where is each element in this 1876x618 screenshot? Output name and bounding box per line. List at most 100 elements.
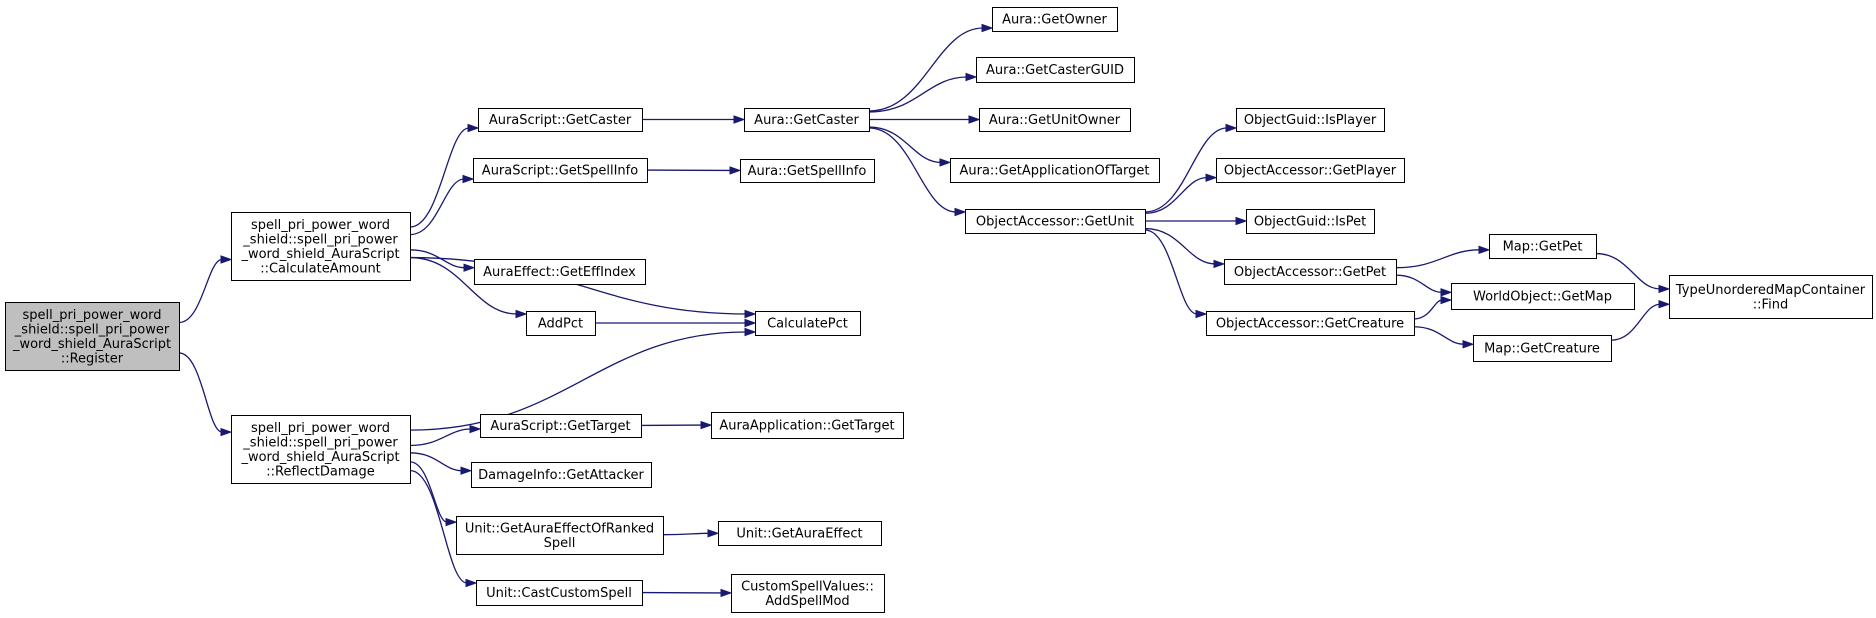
node-unit-getauraeffect[interactable]: Unit::GetAuraEffect	[718, 521, 882, 546]
nodes-layer: spell_pri_power_word _shield::spell_pri_p…	[5, 7, 1873, 613]
node-oa-getunit[interactable]: ObjectAccessor::GetUnit	[965, 209, 1146, 234]
node-label: _shield::spell_pri_power	[14, 322, 170, 337]
edge-oa-getpet-to-map-getpet	[1395, 245, 1491, 269]
node-di-getattacker[interactable]: DamageInfo::GetAttacker	[471, 462, 652, 488]
edge-oa-getpet-to-wo-getmap	[1395, 274, 1453, 297]
edge-line	[178, 352, 223, 433]
node-aura-getunitowner[interactable]: Aura::GetUnitOwner	[979, 108, 1131, 132]
edge-map-getcreature-to-tumc-find	[1610, 300, 1671, 341]
node-as-getspellinfo[interactable]: AuraScript::GetSpellInfo	[473, 158, 648, 183]
node-box	[950, 158, 1160, 183]
node-box	[1489, 234, 1597, 259]
node-label: CustomSpellValues::	[741, 579, 874, 594]
edge-calc-to-as-getcaster	[409, 123, 480, 228]
node-oa-getcreature[interactable]: ObjectAccessor::GetCreature	[1206, 311, 1415, 336]
node-box	[711, 412, 904, 439]
node-label: ::Find	[1753, 297, 1788, 312]
node-label: Map::GetPet	[1503, 240, 1583, 255]
node-box	[1236, 108, 1385, 132]
edge-line	[1144, 227, 1216, 265]
arrowhead	[460, 466, 473, 475]
node-label: _word_shield_AuraScript	[240, 247, 399, 262]
arrowhead	[1658, 300, 1671, 309]
edge-oa-getunit-to-og-isplayer	[1144, 123, 1238, 213]
arrowhead	[700, 420, 713, 430]
node-calc[interactable]: spell_pri_power_word_shield::spell_pri_p…	[231, 212, 411, 281]
node-box	[740, 159, 875, 183]
node-label: DamageInfo::GetAttacker	[478, 468, 644, 483]
node-box	[456, 516, 664, 555]
arrowhead	[1478, 245, 1491, 255]
arrowhead	[744, 318, 757, 328]
node-map-getpet[interactable]: Map::GetPet	[1489, 234, 1597, 259]
arrowhead	[939, 158, 952, 167]
node-label: Aura::GetOwner	[1002, 13, 1107, 28]
edge-reflect-to-unit-castcustomspell	[409, 469, 478, 588]
node-label: AuraScript::GetCaster	[489, 113, 632, 128]
edge-line	[178, 258, 223, 324]
node-oa-getpet[interactable]: ObjectAccessor::GetPet	[1224, 259, 1397, 285]
node-aura-getspellinfo[interactable]: Aura::GetSpellInfo	[740, 159, 875, 183]
arrowhead	[744, 327, 757, 337]
node-label: AuraEffect::GetEffIndex	[483, 265, 636, 280]
node-box	[231, 212, 411, 281]
node-box	[1224, 259, 1397, 285]
edge-line	[1144, 229, 1198, 315]
edge-line	[1413, 299, 1443, 320]
arrowhead	[1225, 123, 1238, 133]
node-oa-getplayer[interactable]: ObjectAccessor::GetPlayer	[1216, 158, 1405, 183]
edge-map-getpet-to-tumc-find	[1595, 252, 1671, 294]
node-addpct[interactable]: AddPct	[526, 311, 596, 336]
node-label: AddSpellMod	[765, 594, 849, 609]
node-aura-getowner[interactable]: Aura::GetOwner	[992, 7, 1118, 32]
node-as-getcaster[interactable]: AuraScript::GetCaster	[478, 108, 643, 132]
node-unit-castcustomspell[interactable]: Unit::CastCustomSpell	[476, 580, 643, 606]
node-map-getcreature[interactable]: Map::GetCreature	[1473, 335, 1612, 362]
node-box	[965, 209, 1146, 234]
edge-line	[868, 127, 957, 213]
edge-reflect-to-unit-getauraeffectofranked	[409, 461, 458, 527]
node-label: AuraApplication::GetTarget	[719, 419, 894, 434]
node-aura-getcaster[interactable]: Aura::GetCaster	[744, 108, 870, 132]
edge-as-getcaster-to-aura-getcaster	[642, 115, 746, 124]
node-box	[471, 462, 652, 488]
node-calcpct[interactable]: CalculatePct	[755, 311, 861, 336]
arrowhead	[729, 166, 742, 175]
node-as-gettarget[interactable]: AuraScript::GetTarget	[480, 414, 642, 438]
edge-line	[1395, 249, 1481, 269]
node-reflect[interactable]: spell_pri_power_word_shield::spell_pri_p…	[231, 415, 411, 484]
node-csv-addspellmod[interactable]: CustomSpellValues::AddSpellMod	[731, 574, 885, 613]
edge-line	[1144, 127, 1228, 213]
arrowhead	[968, 115, 981, 124]
arrowhead	[1205, 173, 1218, 182]
node-label: Aura::GetSpellInfo	[748, 164, 867, 179]
node-wo-getmap[interactable]: WorldObject::GetMap	[1451, 283, 1635, 310]
node-label: AddPct	[538, 317, 583, 332]
node-aa-gettarget[interactable]: AuraApplication::GetTarget	[711, 412, 904, 439]
node-ae-geteffindex[interactable]: AuraEffect::GetEffIndex	[474, 259, 646, 285]
edge-reflect-to-di-getattacker	[409, 452, 473, 475]
arrowhead	[515, 309, 528, 319]
edge-line	[1144, 177, 1208, 214]
node-tumc-find[interactable]: TypeUnorderedMapContainer::Find	[1669, 275, 1873, 319]
node-aura-getappoftarget[interactable]: Aura::GetApplicationOfTarget	[950, 158, 1160, 183]
edge-oa-getcreature-to-map-getcreature	[1413, 326, 1475, 349]
node-root[interactable]: spell_pri_power_word_shield::spell_pri_p…	[5, 302, 180, 371]
node-aura-getcasterguid[interactable]: Aura::GetCasterGUID	[976, 57, 1135, 83]
edge-line	[1610, 303, 1661, 341]
edge-as-gettarget-to-aa-gettarget	[640, 420, 713, 430]
node-label: _word_shield_AuraScript	[12, 337, 171, 352]
node-label: spell_pri_power_word	[251, 421, 390, 436]
node-label: CalculatePct	[767, 317, 848, 332]
edge-unit-castcustomspell-to-csv-addspellmod	[641, 588, 733, 598]
arrowhead	[965, 72, 978, 82]
node-og-ispet[interactable]: ObjectGuid::IsPet	[1246, 209, 1375, 234]
node-og-isplayer[interactable]: ObjectGuid::IsPlayer	[1236, 108, 1385, 132]
edge-line	[409, 331, 747, 431]
edge-line	[868, 76, 968, 113]
arrowhead	[1658, 284, 1671, 294]
node-box	[1473, 335, 1612, 362]
node-box	[1246, 209, 1375, 234]
node-label: TypeUnorderedMapContainer	[1675, 283, 1866, 298]
